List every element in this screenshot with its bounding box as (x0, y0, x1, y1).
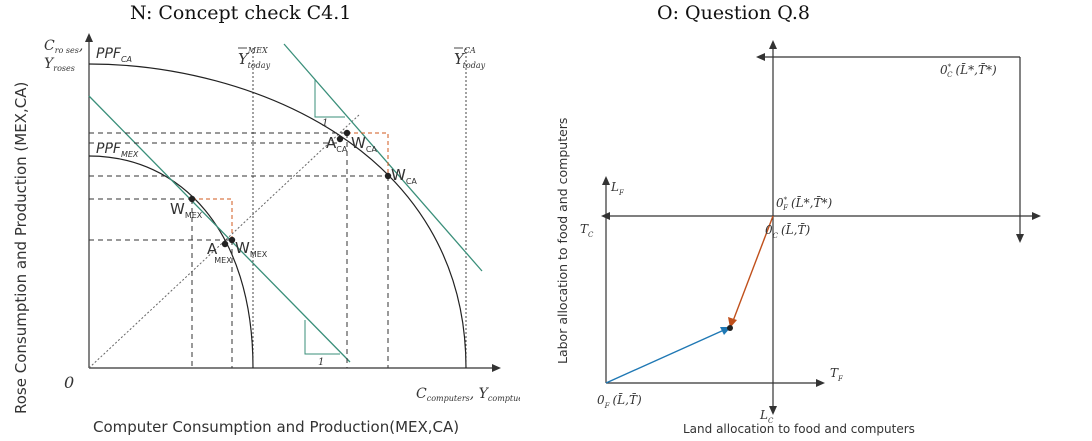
w-mex-2-label: WMEX (235, 239, 268, 259)
orange-allocation-arrow (732, 215, 774, 322)
oc-label: 0C(L̄,T̄) (765, 222, 810, 240)
middle-horizontal-arrow-right (1032, 212, 1041, 220)
point-w-ca-1 (343, 129, 351, 137)
point-w-ca-2 (384, 172, 392, 180)
oc-star-label: 0*C(L̄*,T̄*) (940, 62, 997, 79)
tc-label: TC (580, 222, 594, 239)
slope-triangle-bottom (304, 320, 340, 355)
slope-one-top: 1 (322, 118, 328, 129)
w-ca-2-label: WCA (391, 166, 417, 186)
edgeworth-box-diagram: Labor allocation to food and computers L… (555, 40, 1041, 436)
ppf-ca-curve (88, 63, 467, 369)
w-ca-1-label: WCA (351, 134, 377, 154)
allocation-point (727, 325, 733, 331)
panel-n-title: N: Concept check C4.1 (130, 2, 352, 24)
panel-question: O: Question Q.8 Labor allocation to food… (540, 0, 1092, 441)
x-axis-arrow (492, 364, 501, 372)
central-vertical-arrow-top (769, 40, 777, 49)
panel-n-ylabel: Rose Consumption and Production (MEX,CA) (12, 82, 30, 414)
central-vertical-arrow-bottom (769, 406, 777, 415)
y-axis-arrow (85, 33, 93, 42)
price-line-ca (283, 43, 483, 272)
slope-one-bottom: 1 (318, 357, 324, 368)
panel-concept-check: N: Concept check C4.1 (0, 0, 520, 441)
origin-label: 0 (64, 373, 74, 392)
x-axis-label: Ccomputers, Ycomptuers (416, 386, 520, 403)
lc-label: LC (759, 408, 774, 425)
box-food-bottom-arrow (816, 379, 825, 387)
panel-n-xlabel: Computer Consumption and Production(MEX,… (93, 418, 459, 436)
point-w-mex-1 (188, 195, 196, 203)
ppf-ca-label: PPFCA (96, 46, 132, 64)
box-food-left-arrow (602, 176, 610, 185)
y-axis-c-label: Cro ses, (44, 38, 83, 55)
panel-o-xlabel: Land allocation to food and computers (683, 422, 915, 436)
tf-label: TF (830, 366, 844, 383)
lf-label: LF (610, 180, 625, 197)
point-w-mex-2 (228, 236, 236, 244)
slope-triangle-top (314, 80, 345, 118)
a-ca-label: ACA (326, 134, 348, 154)
ppf-mex-label: PPFMEX (96, 141, 139, 159)
price-line-mex (88, 95, 351, 363)
w-mex-1-label: WMEX (170, 200, 203, 220)
box-ca-right-arrow (1016, 234, 1024, 243)
ppf-diagram: Rose Consumption and Production (MEX,CA)… (12, 33, 520, 436)
panel-o-ylabel: Labor allocation to food and computers (555, 118, 570, 364)
of-star-label: 0*F(L̄*,T̄*) (776, 195, 832, 212)
point-a-ca (336, 135, 344, 143)
point-a-mex (221, 240, 229, 248)
blue-allocation-arrow (605, 329, 725, 384)
ppf-mex-curve (88, 155, 254, 369)
box-ca-top-arrow (756, 53, 765, 61)
panel-o-title: O: Question Q.8 (657, 2, 811, 24)
of-label: 0F(L̄,T̄) (597, 392, 642, 410)
y-axis-y-label: Yroses (44, 56, 75, 73)
